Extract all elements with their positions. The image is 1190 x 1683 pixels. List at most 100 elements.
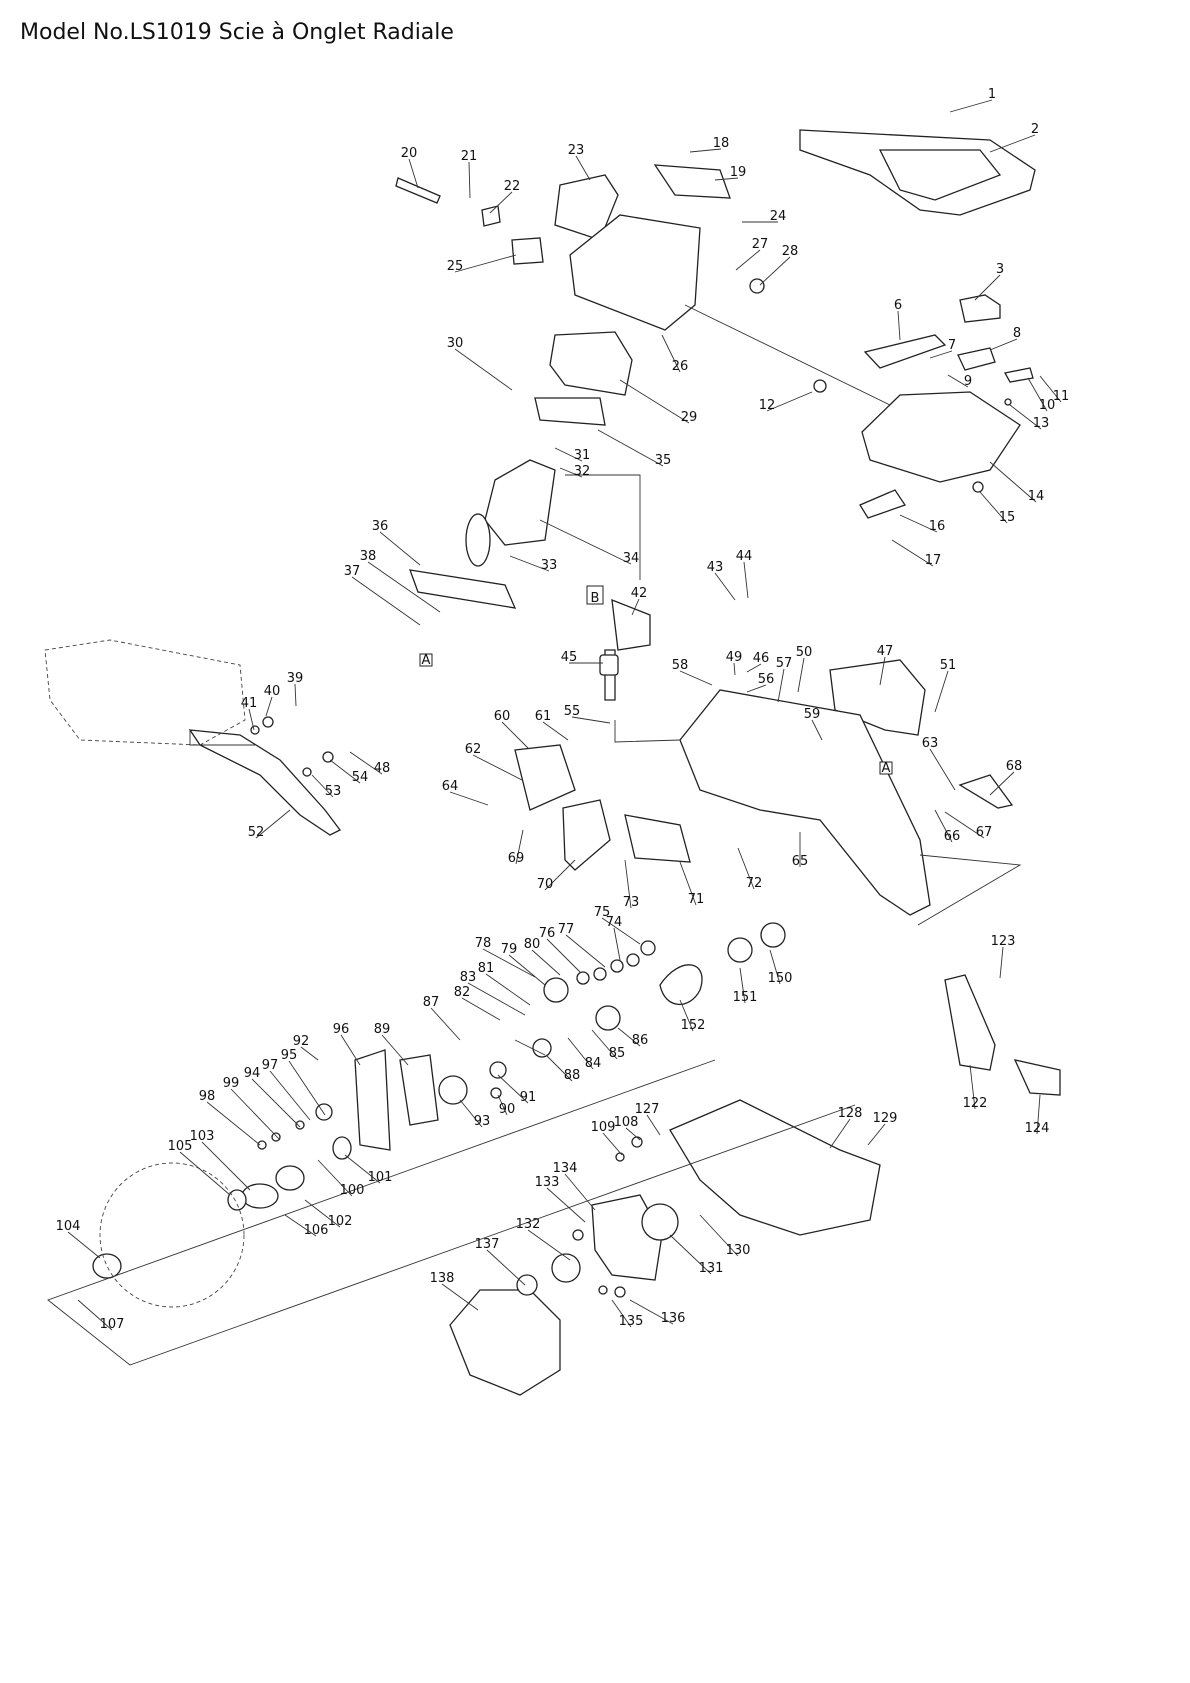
- callout-leader: [929, 748, 956, 791]
- motor-unit-outline: [44, 639, 246, 746]
- part-outline: [679, 689, 931, 916]
- callout-leader: [485, 973, 531, 1006]
- part-number-label: 36: [372, 519, 389, 534]
- part-outline: [511, 237, 544, 265]
- callout-leader: [454, 254, 517, 273]
- part-number-label: 130: [726, 1243, 751, 1258]
- callout-leader: [934, 809, 953, 843]
- part-number-label: 83: [460, 970, 477, 985]
- part-number-label: 122: [963, 1096, 988, 1111]
- part-number-label: 53: [325, 784, 342, 799]
- part-outline: [749, 278, 765, 294]
- part-number-label: 69: [508, 851, 525, 866]
- part-outline: [92, 1253, 122, 1279]
- part-number-label: 131: [699, 1261, 724, 1276]
- callout-leader: [288, 1060, 326, 1116]
- part-outline: [543, 977, 569, 1003]
- callout-leader: [501, 721, 529, 749]
- part-number-label: 30: [447, 336, 464, 351]
- assembly-guide-line: [917, 854, 1022, 926]
- part-outline: [859, 489, 907, 519]
- callout-leader: [797, 657, 805, 693]
- callout-leader: [472, 754, 523, 781]
- callout-leader: [714, 572, 736, 601]
- part-number-label: 74: [606, 915, 623, 930]
- part-outline: [624, 814, 691, 863]
- callout-leader: [669, 1234, 712, 1275]
- part-outline: [322, 751, 334, 763]
- part-number-label: 101: [368, 1170, 393, 1185]
- part-outline: [615, 1152, 625, 1162]
- part-number-label: 85: [609, 1046, 626, 1061]
- part-number-label: 95: [281, 1048, 298, 1063]
- callout-leader: [179, 1151, 231, 1196]
- callout-leader: [631, 598, 640, 616]
- part-number-label: 97: [262, 1058, 279, 1073]
- part-outline: [669, 1099, 881, 1236]
- callout-leader: [459, 1099, 483, 1128]
- part-number-label: 129: [873, 1111, 898, 1126]
- callout-leader: [989, 461, 1037, 503]
- part-number-label: 67: [976, 825, 993, 840]
- callout-leader: [1036, 1094, 1041, 1135]
- part-number-label: 132: [516, 1217, 541, 1232]
- part-number-label: 137: [475, 1237, 500, 1252]
- callout-leader: [255, 809, 291, 839]
- part-number-label: 93: [474, 1114, 491, 1129]
- part-outline: [554, 174, 619, 241]
- callout-leader: [564, 1173, 596, 1211]
- callout-leader: [294, 683, 297, 707]
- part-number-label: 89: [374, 1022, 391, 1037]
- part-number-label: 82: [454, 985, 471, 1000]
- callout-leader: [554, 447, 583, 462]
- part-outline: [227, 1189, 247, 1211]
- part-outline: [438, 1075, 468, 1105]
- callout-leader: [601, 917, 641, 945]
- callout-leader: [679, 999, 694, 1032]
- part-number-label: 100: [340, 1183, 365, 1198]
- part-outline: [659, 964, 703, 1006]
- part-number-label: 11: [1053, 389, 1070, 404]
- part-outline: [861, 391, 1021, 483]
- part-outline: [262, 716, 274, 728]
- callout-leader: [567, 1037, 594, 1070]
- part-number-label: 9: [964, 374, 972, 389]
- callout-leader: [531, 949, 561, 976]
- callout-leader: [735, 249, 761, 271]
- part-number-label: 79: [501, 942, 518, 957]
- part-number-label: 64: [442, 779, 459, 794]
- assembly-guide-line: [614, 720, 681, 743]
- callout-leader: [367, 561, 441, 613]
- callout-leader: [624, 859, 632, 909]
- callout-leader: [340, 1034, 361, 1066]
- callout-leader: [468, 161, 471, 199]
- reference-mark-box: [419, 653, 433, 667]
- part-number-label: 92: [293, 1034, 310, 1049]
- part-number-label: 86: [632, 1033, 649, 1048]
- part-number-label: 90: [499, 1102, 516, 1117]
- part-number-label: 98: [199, 1089, 216, 1104]
- part-number-label: 77: [558, 922, 575, 937]
- callout-leader-lines: [67, 99, 1062, 1331]
- part-outline: [611, 598, 651, 651]
- part-number-label: 12: [759, 398, 776, 413]
- part-number-label: 62: [465, 742, 482, 757]
- part-number-label: 68: [1006, 759, 1023, 774]
- reference-marks: AAB: [419, 585, 893, 776]
- part-number-label: 71: [688, 892, 705, 907]
- callout-leader: [565, 934, 606, 968]
- part-number-label: 26: [672, 359, 689, 374]
- callout-leader: [602, 1132, 623, 1156]
- part-number-label: 133: [535, 1175, 560, 1190]
- part-number-label: 23: [568, 143, 585, 158]
- part-number-label: 43: [707, 560, 724, 575]
- callout-leader: [899, 514, 938, 533]
- callout-leader: [408, 158, 419, 189]
- part-outline: [614, 1286, 626, 1298]
- part-number-label: 73: [623, 895, 640, 910]
- part-outline: [813, 379, 827, 393]
- saw-blade-outline: [99, 1162, 245, 1308]
- part-number-label: 10: [1039, 398, 1056, 413]
- part-outline: [562, 799, 611, 871]
